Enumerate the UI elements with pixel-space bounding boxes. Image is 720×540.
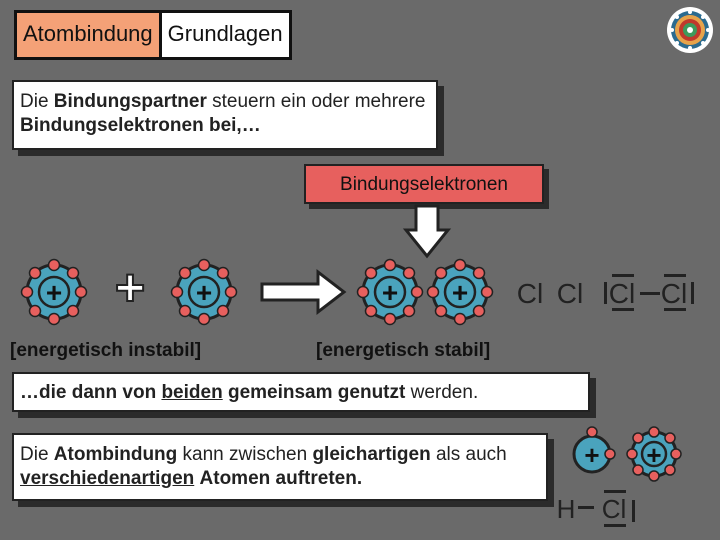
kinds-text-2: Atombindung: [53, 444, 178, 465]
kinds-text-6: verschiedenartigen: [20, 468, 195, 489]
cl-symbol: Cl: [517, 278, 543, 309]
state-unstable-label: [energetisch instabil]: [10, 340, 202, 361]
mandala-logo-icon: [667, 7, 713, 53]
nucleus-plus: +: [646, 440, 661, 470]
cl-symbol: Cl: [602, 494, 627, 524]
slide-title: Atombindung Grundlagen: [14, 10, 292, 60]
down-arrow-icon: [402, 204, 452, 259]
kinds-text-1: Die: [20, 444, 54, 465]
nucleus-plus: +: [584, 440, 599, 470]
nucleus-plus: +: [196, 277, 212, 308]
title-part-1: Atombindung: [17, 13, 159, 57]
shared-text-2: beiden: [161, 382, 223, 403]
intro-text-3: steuern ein oder mehrere: [206, 91, 426, 112]
cl-symbol: Cl: [661, 278, 687, 309]
title-part-2: Grundlagen: [161, 13, 289, 57]
kinds-text-4: gleichartigen: [312, 444, 431, 465]
kinds-text-10: auftreten.: [275, 468, 363, 489]
kinds-text-3: kann zwischen: [177, 444, 313, 465]
lewis-cl-pair: Cl Cl: [517, 278, 583, 309]
nucleus-plus: +: [452, 277, 468, 308]
intro-text-5: bei,…: [203, 115, 261, 136]
shared-text: …die dann von beiden gemeinsam genutzt w…: [12, 372, 590, 412]
kinds-text-5: als auch: [430, 444, 507, 465]
reaction-plus-sign: +: [115, 259, 145, 317]
nucleus-plus: +: [382, 277, 398, 308]
shared-text-1: …die dann von: [20, 382, 162, 403]
nucleus-plus: +: [46, 277, 62, 308]
shared-text-4: gemeinsam: [227, 382, 333, 403]
intro-text-2: Bindungspartner: [53, 91, 207, 112]
reaction-arrow-icon: [260, 268, 347, 316]
shared-text-7: werden.: [405, 382, 479, 403]
intro-text: Die Bindungspartner steuern ein oder meh…: [12, 80, 438, 150]
intro-text-4: Bindungselektronen: [20, 115, 204, 136]
bonding-electrons-label: Bindungselektronen: [304, 164, 544, 204]
chlorine-atom-left-1: +: [20, 258, 88, 326]
shared-text-6: genutzt: [337, 382, 406, 403]
cl-symbol: Cl: [609, 278, 635, 309]
intro-text-1: Die: [20, 91, 54, 112]
chlorine-atom-left-2: +: [170, 258, 238, 326]
state-stable-label: [energetisch stabil]: [316, 340, 491, 361]
kinds-text-8: Atomen: [199, 468, 271, 489]
cl-symbol: Cl: [557, 278, 583, 309]
chlorine-molecule: + +: [356, 258, 494, 326]
h-symbol: H: [557, 494, 576, 524]
bond-kinds-text: Die Atombindung kann zwischen gleicharti…: [12, 433, 548, 501]
lewis-cl2-structure: Cl Cl: [604, 274, 694, 311]
lewis-hcl-structure: H Cl: [557, 490, 635, 527]
hcl-molecule: + +: [572, 425, 683, 483]
